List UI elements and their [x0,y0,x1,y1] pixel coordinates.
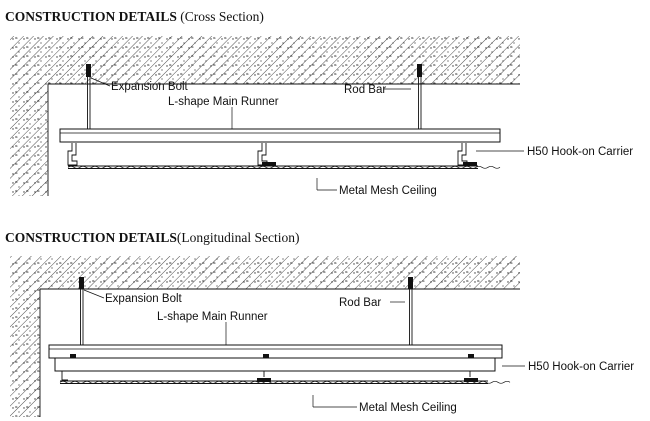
rod-bar [80,289,413,345]
section-heading: CONSTRUCTION DETAILS(Longitudinal Sectio… [5,230,300,245]
rod-bar-label: Rod Bar [339,297,381,309]
expansion-bolt-label: Expansion Bolt [105,293,183,305]
hook-on-carrier [67,143,477,166]
expansion-bolt [79,277,413,289]
concrete-slab [10,256,520,417]
metal-mesh-ceiling [67,165,501,169]
cross-section: CONSTRUCTION DETAILS (Cross Section) [5,9,633,197]
expansion-bolt-label: Expansion Bolt [111,81,189,93]
section-heading: CONSTRUCTION DETAILS (Cross Section) [5,9,264,24]
expansion-bolt [86,64,422,77]
longitudinal-section: CONSTRUCTION DETAILS(Longitudinal Sectio… [5,230,634,417]
hook-on-carrier-label: H50 Hook-on Carrier [528,361,634,373]
metal-mesh-ceiling-label: Metal Mesh Ceiling [339,185,437,197]
hook-on-carrier [54,354,496,382]
rod-bar [87,77,422,129]
rod-bar-label: Rod Bar [344,84,386,96]
hook-on-carrier-label: H50 Hook-on Carrier [527,146,633,158]
main-runner [48,344,503,359]
main-runner-label: L-shape Main Runner [168,96,279,108]
metal-mesh-ceiling [59,380,511,384]
main-runner [59,128,501,143]
main-runner-label: L-shape Main Runner [157,311,268,323]
leader-lines [90,77,524,191]
metal-mesh-ceiling-label: Metal Mesh Ceiling [359,402,457,414]
leader-lines [83,289,525,408]
concrete-slab [10,36,520,196]
